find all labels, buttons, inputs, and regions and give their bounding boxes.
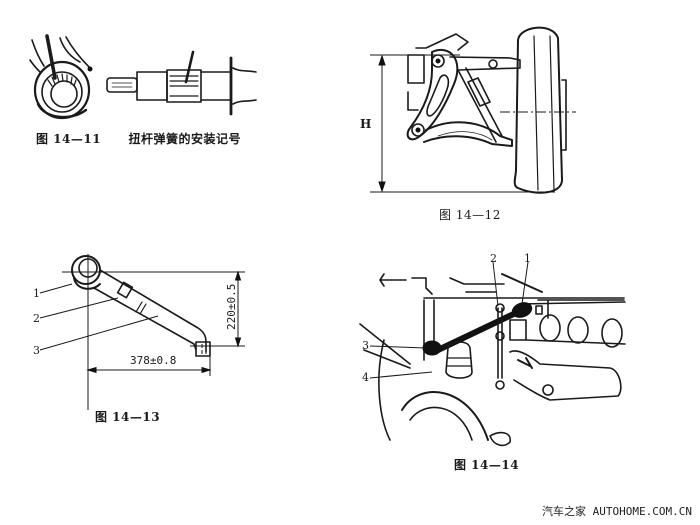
suspension-height-drawing xyxy=(370,26,576,194)
torsion-bar-shaft xyxy=(106,50,257,116)
length-dimension: 378±0.8 xyxy=(130,354,177,367)
callout-2: 2 xyxy=(490,252,497,265)
figure-14-14-caption: 图 14—14 xyxy=(454,458,520,472)
watermark: 汽车之家 AUTOHOME.COM.CN xyxy=(542,503,692,519)
steering-linkage-drawing xyxy=(359,261,626,447)
figure-title: 扭杆弹簧的安装记号 xyxy=(128,132,241,146)
figure-14-11-caption: 图 14—11 扭杆弹簧的安装记号 xyxy=(36,130,241,147)
watermark-brand: 汽车之家 xyxy=(542,505,587,518)
torsion-bar-dimension-drawing xyxy=(39,254,245,410)
figure-14-12-caption: 图 14—12 xyxy=(439,208,501,222)
callout-1: 1 xyxy=(524,252,531,265)
callout-4: 4 xyxy=(362,371,369,384)
callout-3: 3 xyxy=(362,339,369,352)
callout-2: 2 xyxy=(33,312,40,325)
figure-14-11: 图 14—11 扭杆弹簧的安装记号 xyxy=(0,0,300,160)
figure-number: 图 14—11 xyxy=(36,132,102,146)
callout-1: 1 xyxy=(33,287,40,300)
watermark-site: AUTOHOME.COM.CN xyxy=(592,505,692,518)
figure-14-14: 1 2 3 4 图 14—14 xyxy=(350,240,700,480)
height-dimension: 220±0.5 xyxy=(225,283,238,330)
figure-14-13-caption: 图 14—13 xyxy=(95,410,161,424)
callout-3: 3 xyxy=(33,344,40,357)
figure-14-12: H 图 14—12 xyxy=(340,0,700,230)
torsion-bar-mark-drawing xyxy=(29,34,257,120)
torsion-bar-socket xyxy=(29,34,93,120)
height-label: H xyxy=(360,117,372,131)
figure-14-13: 1 2 3 378±0.8 220±0.5 图 14—13 xyxy=(0,240,280,430)
